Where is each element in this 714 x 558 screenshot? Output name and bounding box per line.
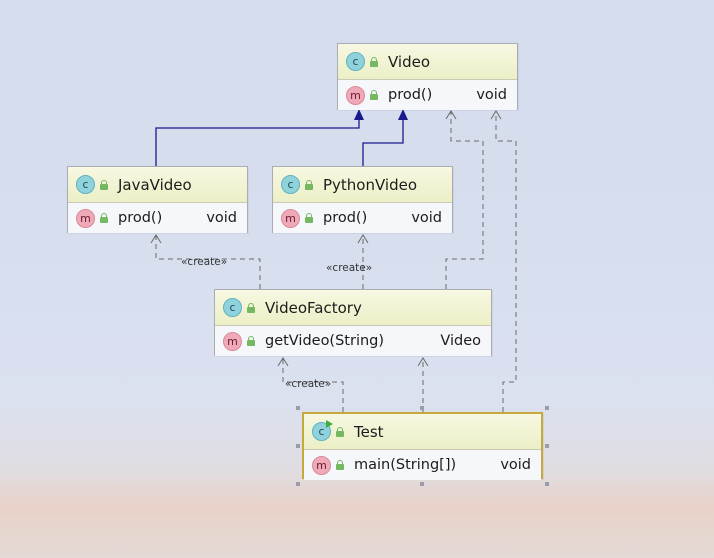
selection-handle[interactable] bbox=[296, 444, 300, 448]
class-name: VideoFactory bbox=[265, 298, 362, 317]
static-method-icon: m bbox=[312, 455, 331, 475]
class-name: Test bbox=[354, 422, 384, 441]
public-lock-icon bbox=[304, 213, 314, 223]
return-type: void bbox=[476, 87, 507, 103]
class-name: Video bbox=[388, 52, 431, 71]
method-icon: m bbox=[76, 208, 95, 228]
selection-handle[interactable] bbox=[296, 406, 300, 410]
selection-handle[interactable] bbox=[296, 482, 300, 486]
return-type: void bbox=[206, 210, 237, 226]
method-icon: m bbox=[281, 208, 300, 228]
class-icon: c bbox=[346, 52, 365, 71]
class-name: PythonVideo bbox=[323, 175, 418, 194]
method-row[interactable]: m getVideo(String) Video bbox=[215, 326, 491, 356]
public-lock-icon bbox=[369, 90, 379, 100]
class-test[interactable]: c Test m main(String[]) void bbox=[302, 412, 543, 480]
method-row[interactable]: m main(String[]) void bbox=[304, 450, 541, 480]
class-header: c JavaVideo bbox=[68, 167, 247, 203]
class-header: c VideoFactory bbox=[215, 290, 491, 326]
edge-test-uses-video[interactable] bbox=[495, 112, 517, 412]
return-type: void bbox=[411, 210, 442, 226]
public-lock-icon bbox=[99, 179, 109, 190]
class-header: c Video bbox=[338, 44, 517, 80]
inherit-arrowhead-python bbox=[398, 109, 408, 120]
class-pythonvideo[interactable]: c PythonVideo m prod() void bbox=[272, 166, 453, 233]
return-type: Video bbox=[440, 333, 481, 349]
selection-handle[interactable] bbox=[420, 482, 424, 486]
method-row[interactable]: m prod() void bbox=[338, 80, 517, 110]
selection-handle[interactable] bbox=[545, 482, 549, 486]
method-name: prod() bbox=[118, 210, 163, 226]
dependency-arrowheads bbox=[150, 110, 502, 367]
method-name: prod() bbox=[388, 87, 433, 103]
class-videofactory[interactable]: c VideoFactory m getVideo(String) Video bbox=[214, 289, 492, 356]
create-stereotype-python: «create» bbox=[326, 262, 373, 274]
public-lock-icon bbox=[246, 336, 256, 346]
return-type: void bbox=[500, 457, 531, 473]
runnable-class-icon: c bbox=[312, 420, 333, 441]
edge-factory-creates-javavideo[interactable] bbox=[155, 236, 261, 289]
edge-test-creates-factory[interactable] bbox=[282, 359, 344, 412]
method-name: getVideo(String) bbox=[265, 333, 385, 349]
run-triangle-icon bbox=[326, 420, 333, 428]
create-stereotype-factory: «create» bbox=[285, 378, 332, 390]
method-icon: m bbox=[223, 331, 242, 351]
class-name: JavaVideo bbox=[118, 175, 192, 194]
edge-javavideo-inherits-video[interactable] bbox=[155, 118, 360, 166]
public-lock-icon bbox=[335, 426, 345, 437]
public-lock-icon bbox=[304, 179, 314, 190]
method-icon: m bbox=[346, 85, 365, 105]
class-javavideo[interactable]: c JavaVideo m prod() void bbox=[67, 166, 248, 233]
class-header: c Test bbox=[304, 414, 541, 450]
dependency-edges bbox=[155, 112, 517, 412]
inheritance-edges bbox=[155, 109, 408, 166]
class-icon: c bbox=[76, 175, 95, 194]
selection-handle[interactable] bbox=[545, 444, 549, 448]
class-icon: c bbox=[281, 175, 300, 194]
edge-pythonvideo-inherits-video[interactable] bbox=[362, 118, 404, 166]
method-row[interactable]: m prod() void bbox=[68, 203, 247, 233]
class-icon: c bbox=[223, 298, 242, 317]
method-name: main(String[]) bbox=[354, 457, 457, 473]
method-row[interactable]: m prod() void bbox=[273, 203, 452, 233]
create-stereotype-java: «create» bbox=[181, 256, 228, 268]
public-lock-icon bbox=[335, 460, 345, 470]
edge-factory-uses-video[interactable] bbox=[445, 112, 484, 289]
selection-handle[interactable] bbox=[420, 406, 424, 410]
class-header: c PythonVideo bbox=[273, 167, 452, 203]
method-name: prod() bbox=[323, 210, 368, 226]
class-video[interactable]: c Video m prod() void bbox=[337, 43, 518, 110]
inherit-arrowhead-java bbox=[354, 109, 364, 120]
public-lock-icon bbox=[369, 56, 379, 67]
public-lock-icon bbox=[246, 302, 256, 313]
selection-handle[interactable] bbox=[545, 406, 549, 410]
public-lock-icon bbox=[99, 213, 109, 223]
